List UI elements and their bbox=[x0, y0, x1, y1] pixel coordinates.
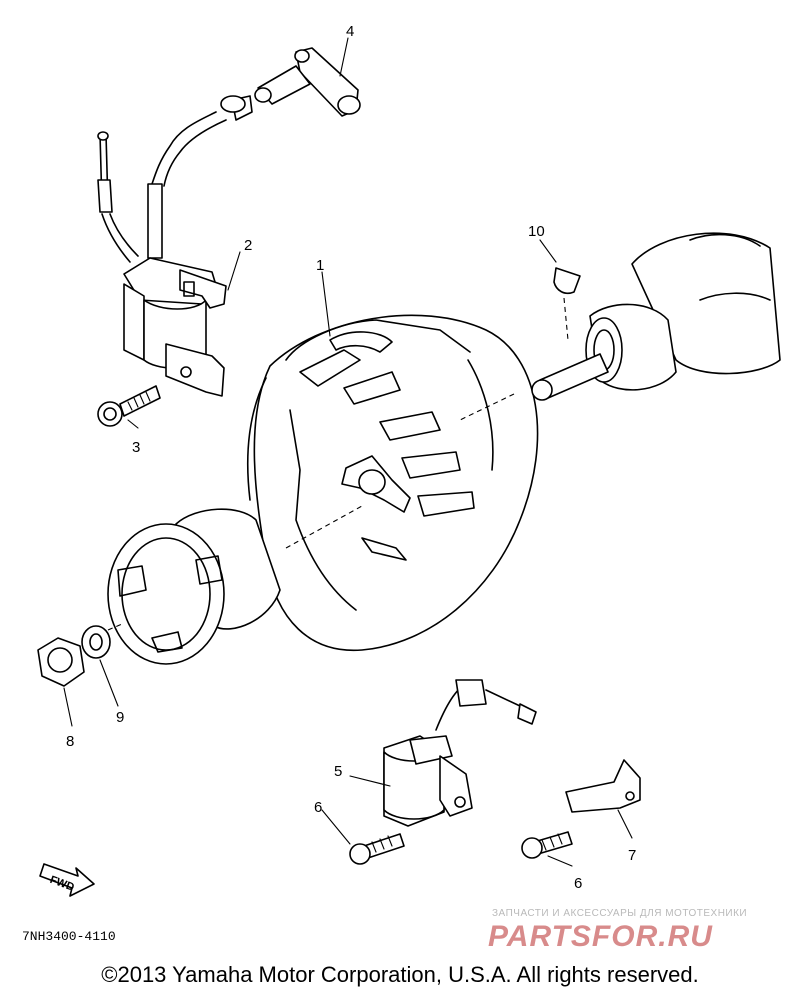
callout-2: 2 bbox=[244, 237, 252, 254]
flywheel-nut bbox=[37, 637, 85, 687]
diagram-code: 7NH3400-4110 bbox=[22, 929, 116, 944]
washer bbox=[81, 625, 111, 659]
bracket bbox=[565, 759, 641, 813]
callout-5: 5 bbox=[334, 763, 342, 780]
callout-9: 9 bbox=[116, 709, 124, 726]
pulser-coil bbox=[383, 679, 537, 827]
leader-lines bbox=[63, 37, 633, 867]
copyright-notice: ©2013 Yamaha Motor Corporation, U.S.A. A… bbox=[101, 962, 699, 987]
crankshaft bbox=[531, 232, 781, 401]
fwd-arrow-icon: FWD bbox=[39, 863, 95, 897]
watermark-brand: PARTSFOR.RU bbox=[488, 920, 713, 953]
ignition-coil bbox=[97, 131, 227, 397]
callout-4: 4 bbox=[346, 23, 354, 40]
alignment-lines bbox=[107, 297, 569, 631]
coil-bolt bbox=[97, 385, 161, 427]
callout-8: 8 bbox=[66, 733, 74, 750]
watermark-tagline: ЗАПЧАСТИ И АКСЕССУАРЫ ДЛЯ МОТОТЕХНИКИ bbox=[492, 908, 747, 919]
starter-pulley bbox=[107, 508, 281, 665]
bracket-bolt bbox=[521, 831, 573, 859]
callout-7: 7 bbox=[628, 847, 636, 864]
callout-3: 3 bbox=[132, 439, 140, 456]
callout-1: 1 bbox=[316, 257, 324, 274]
spark-plug-cap bbox=[151, 47, 361, 187]
callout-10: 10 bbox=[528, 223, 545, 240]
flywheel bbox=[246, 314, 539, 652]
callout-6-left: 6 bbox=[314, 799, 322, 816]
woodruff-key bbox=[553, 267, 581, 295]
callout-6-right: 6 bbox=[574, 875, 582, 892]
pulser-bolt bbox=[349, 833, 405, 865]
